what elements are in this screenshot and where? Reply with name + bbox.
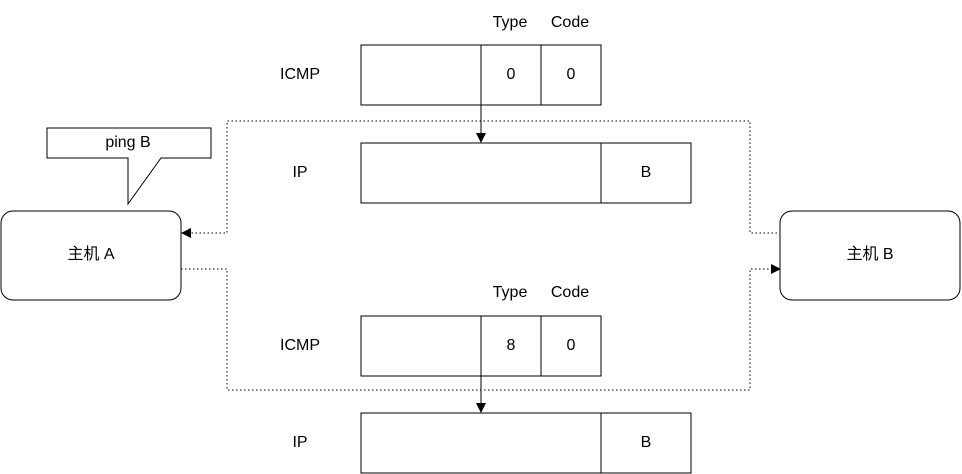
top-icmp-label: ICMP	[280, 66, 320, 83]
callout-bubble	[46, 127, 212, 206]
top-type-header: Type	[492, 14, 528, 31]
bottom-type-header: Type	[492, 284, 528, 301]
reply-path	[181, 120, 781, 238]
bottom-icmp-label: ICMP	[280, 337, 320, 354]
bottom-ip-box	[360, 412, 692, 474]
top-icmp-box	[360, 44, 602, 106]
top-code-value: 0	[566, 66, 576, 83]
callout-text: ping B	[105, 134, 151, 151]
bottom-ip-dest: B	[640, 434, 652, 451]
host-b-label: 主机 B	[846, 246, 894, 263]
top-ip-dest: B	[640, 164, 652, 181]
host-b-box	[779, 210, 961, 301]
bottom-code-header: Code	[550, 284, 590, 301]
top-ip-label: IP	[292, 164, 308, 181]
bottom-code-value: 0	[566, 337, 576, 354]
bottom-icmp-box	[360, 315, 602, 377]
top-type-value: 0	[506, 66, 516, 83]
bottom-type-value: 8	[506, 337, 516, 354]
host-a-box	[0, 210, 182, 301]
request-path	[181, 264, 781, 391]
host-a-label: 主机 A	[67, 246, 115, 263]
bottom-ip-label: IP	[292, 434, 308, 451]
top-ip-box	[360, 142, 692, 204]
top-code-header: Code	[550, 14, 590, 31]
